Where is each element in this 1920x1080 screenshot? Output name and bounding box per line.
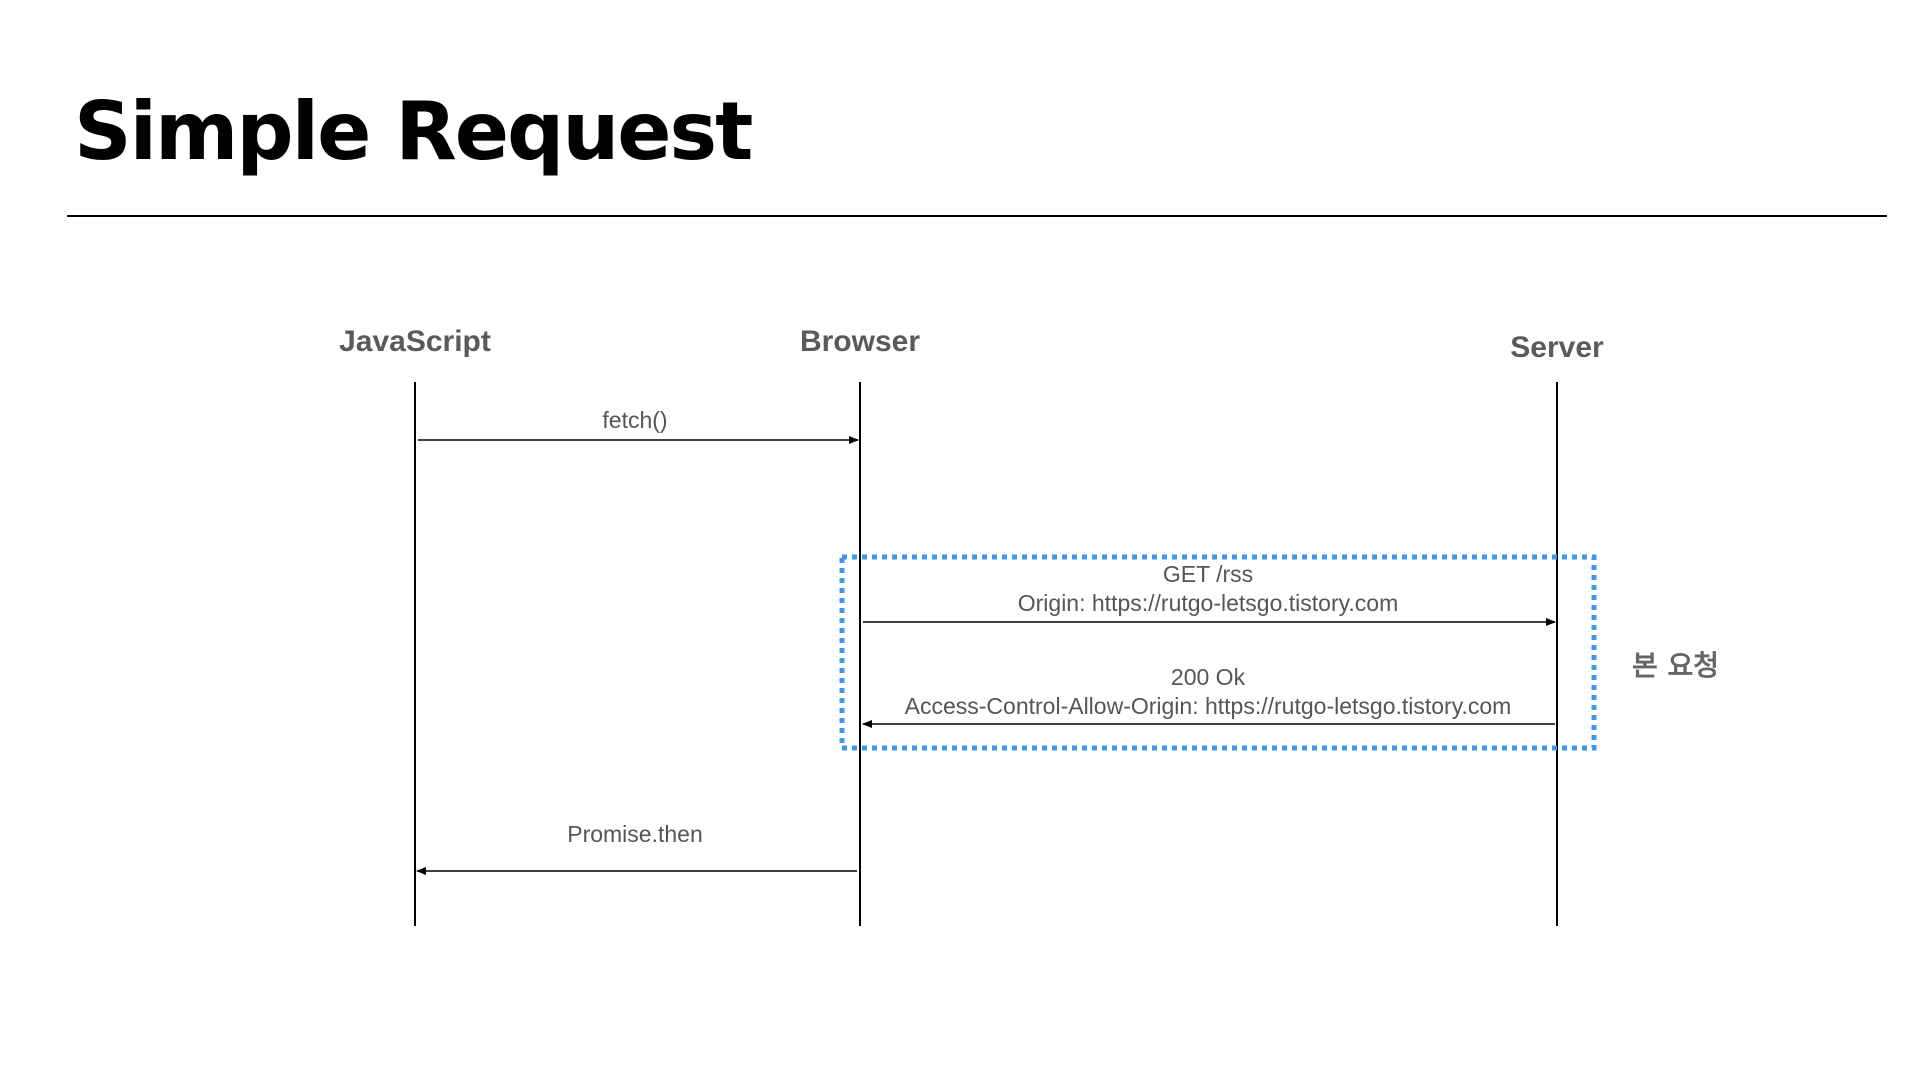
fetch-message-label: fetch() [602, 407, 667, 433]
response-message-line1: 200 Ok [1171, 664, 1246, 690]
lane-label-server: Server [1510, 331, 1604, 364]
main-request-highlight-box [839, 554, 1597, 751]
lane-label-javascript: JavaScript [339, 325, 491, 358]
request-message-line1: GET /rss [1163, 561, 1253, 587]
response-message-line2: Access-Control-Allow-Origin: https://rut… [905, 693, 1512, 719]
page-title: Simple Request [74, 85, 753, 178]
promise-message-label: Promise.then [567, 821, 703, 847]
request-message-line2: Origin: https://rutgo-letsgo.tistory.com [1018, 590, 1399, 616]
title-divider [67, 215, 1887, 217]
lane-label-browser: Browser [800, 325, 920, 358]
main-request-label: 본 요청 [1632, 649, 1719, 682]
